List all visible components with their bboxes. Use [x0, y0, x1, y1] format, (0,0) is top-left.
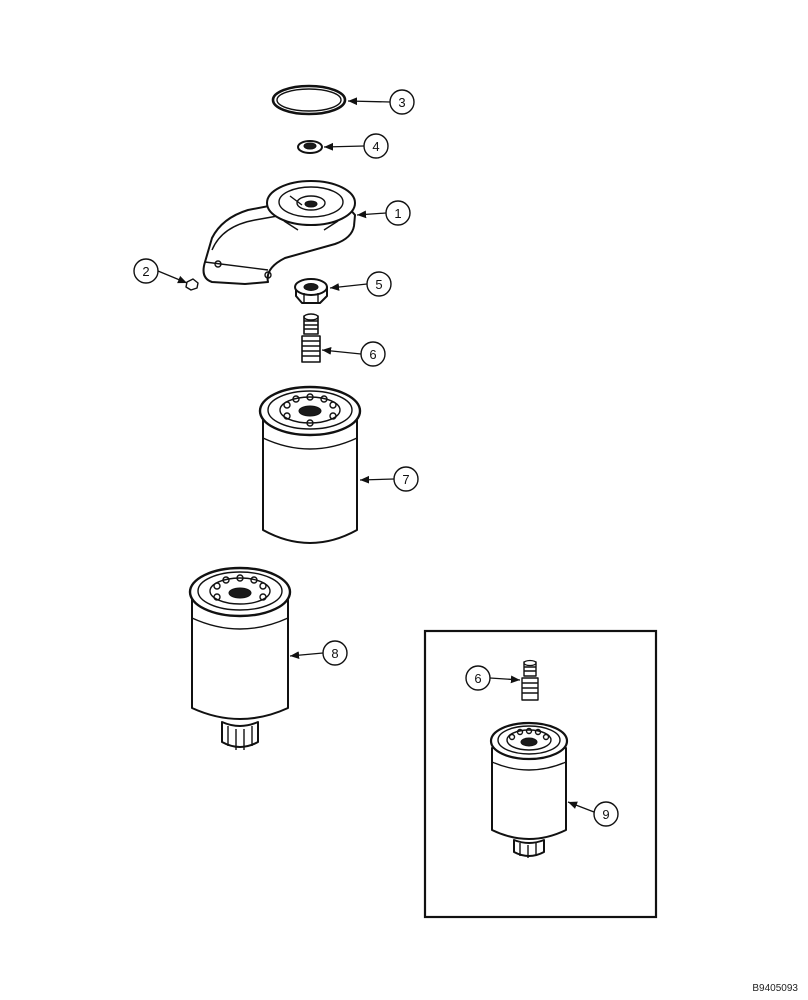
callout-label: 6	[474, 671, 481, 686]
callout-label: 2	[142, 264, 149, 279]
filter-head-part	[202, 180, 356, 285]
callout-6b: 6	[465, 665, 491, 691]
callout-4: 4	[363, 133, 389, 159]
callout-9: 9	[593, 801, 619, 827]
callout-label: 9	[602, 807, 609, 822]
callout-7: 7	[393, 466, 419, 492]
callout-label: 7	[402, 472, 409, 487]
filter-element-part	[258, 385, 362, 544]
callout-label: 5	[375, 277, 382, 292]
plug-part	[185, 278, 199, 291]
callout-label: 3	[398, 95, 405, 110]
inset-frame	[423, 629, 658, 919]
callout-8: 8	[322, 640, 348, 666]
nut-part	[294, 278, 328, 304]
callout-label: 6	[369, 347, 376, 362]
callout-label: 1	[394, 206, 401, 221]
o-ring-part	[271, 84, 347, 116]
adapter-part	[301, 313, 321, 363]
figure-id: B9405093	[752, 983, 798, 994]
callout-label: 8	[331, 646, 338, 661]
adapter-inset-part	[521, 659, 539, 701]
filter-with-drain-part	[188, 566, 292, 750]
callout-6: 6	[360, 341, 386, 367]
callout-1: 1	[385, 200, 411, 226]
callout-3: 3	[389, 89, 415, 115]
seal-part	[297, 140, 323, 154]
callout-label: 4	[372, 139, 379, 154]
callout-2: 2	[133, 258, 159, 284]
filter-kit-part	[489, 721, 569, 858]
callout-5: 5	[366, 271, 392, 297]
